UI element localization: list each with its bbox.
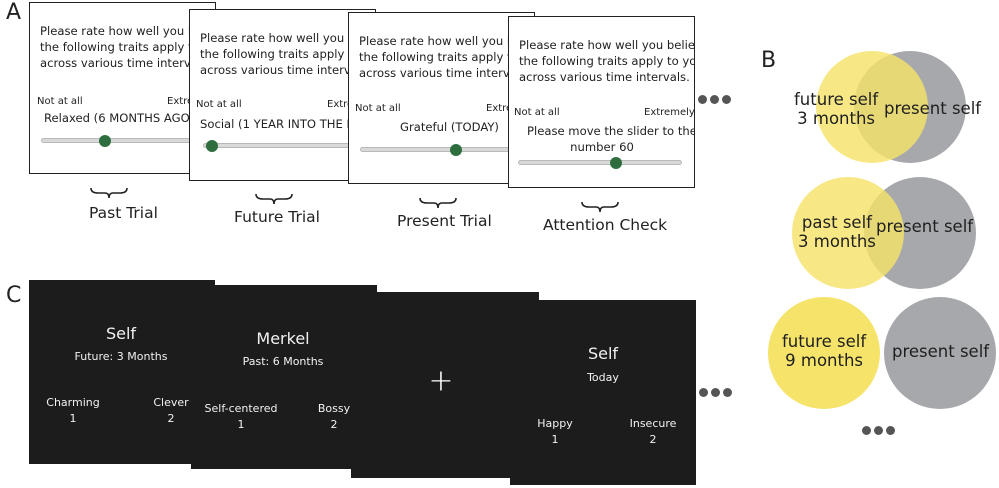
present-trial-label: Present Trial — [397, 212, 492, 230]
panel-label-b: B — [761, 48, 777, 73]
trial-prompt: Please rate how well you believe the fol… — [40, 24, 215, 70]
trait-label: Social (1 YEAR INTO THE FUTURE) — [200, 117, 375, 131]
target-label: Merkel — [256, 329, 310, 348]
rating-slider-knob[interactable] — [99, 135, 111, 147]
rating-slider-track[interactable] — [360, 147, 534, 152]
rating-slider-track[interactable] — [203, 143, 375, 148]
option-1-key: 1 — [69, 412, 77, 425]
scale-high-label: Extremely — [644, 107, 695, 118]
trial-card-past: Please rate how well you believe the fol… — [29, 2, 216, 174]
self-circle-label: future self 9 months — [782, 332, 867, 370]
option-1-key: 1 — [237, 418, 245, 431]
time-label: Past: 6 Months — [242, 355, 324, 368]
option-1-label: Charming — [46, 396, 100, 409]
self-circle-label: future self 3 months — [794, 90, 879, 128]
attention-check-brace — [581, 201, 619, 213]
option-2-key: 2 — [649, 433, 657, 446]
stimulus-screen-self-future: Self Future: 3 Months Charming 1 Clever … — [29, 280, 215, 464]
trial-prompt: Please rate how well you believe the fol… — [519, 38, 695, 84]
rating-slider-knob[interactable] — [206, 140, 218, 152]
future-trial-label: Future Trial — [234, 208, 320, 226]
panel-label-a: A — [6, 0, 22, 25]
scale-low-label: Not at all — [37, 96, 83, 107]
rating-slider-track[interactable] — [41, 138, 215, 143]
present-self-label: present self — [892, 342, 990, 361]
trait-label: Please move the slider to the number 60 — [527, 124, 695, 154]
time-label: Today — [587, 371, 619, 384]
venn-past-3-months: past self 3 months present self — [780, 175, 992, 295]
attention-check-label: Attention Check — [543, 216, 668, 234]
scale-low-label: Not at all — [355, 103, 401, 114]
option-2-label: Insecure — [629, 417, 677, 430]
rating-slider-knob[interactable] — [450, 144, 462, 156]
fixation-screen: + — [351, 292, 539, 478]
past-trial-brace — [90, 187, 128, 199]
option-2-label: Clever — [153, 396, 189, 409]
trait-label: Grateful (TODAY) — [400, 120, 499, 134]
present-self-circle — [884, 297, 996, 409]
self-circle — [816, 51, 928, 163]
option-1-key: 1 — [551, 433, 559, 446]
fixation-cross: + — [428, 363, 454, 399]
past-trial-label: Past Trial — [89, 204, 158, 222]
present-trial-brace — [419, 197, 457, 209]
venn-future-3-months: future self 3 months present self — [780, 45, 992, 171]
panel-label-c: C — [6, 283, 22, 308]
time-label: Future: 3 Months — [74, 350, 168, 363]
stimulus-screen-merkel-past: Merkel Past: 6 Months Self-centered 1 Bo… — [191, 285, 377, 469]
option-1-label: Self-centered — [204, 402, 278, 415]
stimulus-screen-self-today: Self Today Happy 1 Insecure 2 — [510, 300, 696, 485]
option-2-key: 2 — [330, 418, 338, 431]
more-trials-ellipsis — [698, 95, 731, 104]
self-circle — [768, 297, 880, 409]
trial-card-attention-check: Please rate how well you believe the fol… — [508, 16, 695, 188]
rating-slider-knob[interactable] — [610, 157, 623, 169]
trial-card-present: Please rate how well you believe the fol… — [348, 12, 535, 184]
target-label: Self — [587, 344, 619, 363]
target-label: Self — [105, 324, 137, 343]
rating-slider-track[interactable] — [518, 160, 682, 165]
option-2-key: 2 — [167, 412, 175, 425]
self-circle-label: past self 3 months — [798, 213, 876, 251]
more-venns-ellipsis — [862, 426, 895, 435]
more-screens-ellipsis — [699, 388, 732, 397]
self-circle — [792, 177, 904, 289]
option-2-label: Bossy — [317, 402, 351, 415]
trait-label: Relaxed (6 MONTHS AGO) — [44, 111, 195, 125]
venn-future-9-months: future self 9 months present self — [766, 294, 998, 414]
future-trial-brace — [255, 193, 293, 205]
present-self-label: present self — [876, 217, 974, 236]
scale-low-label: Not at all — [514, 107, 560, 118]
scale-low-label: Not at all — [196, 99, 242, 110]
option-1-label: Happy — [537, 417, 573, 430]
present-self-label: present self — [884, 99, 982, 118]
